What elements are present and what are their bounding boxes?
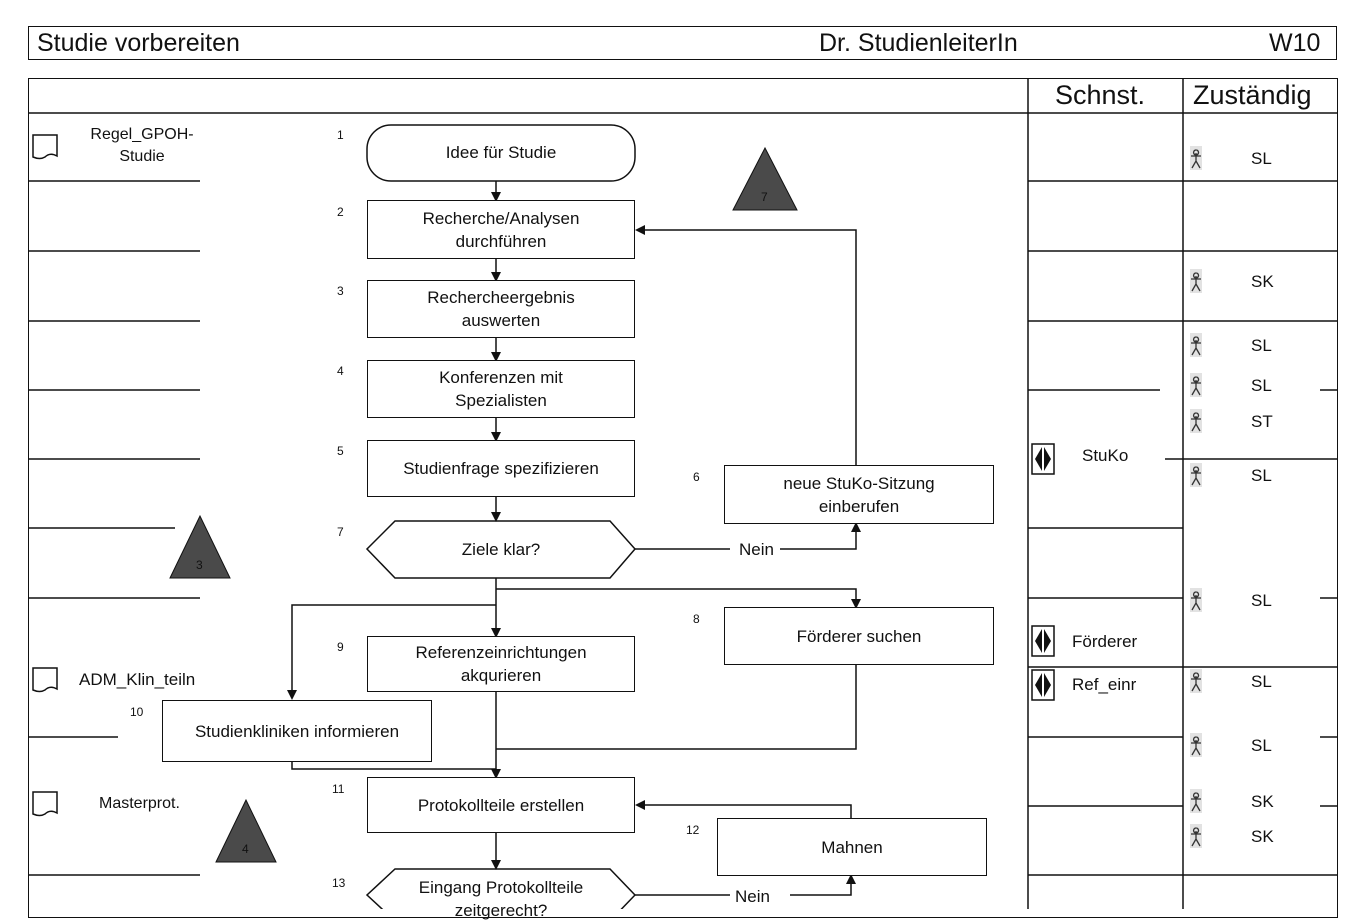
responsible-label: SL: [1251, 591, 1272, 610]
person-icon: [1190, 463, 1202, 487]
diagram-code: W10: [1269, 29, 1321, 57]
step-number: 3: [337, 284, 344, 298]
step-number: 4: [337, 364, 344, 378]
step-number: 11: [332, 782, 345, 796]
decision-parts-on-time: [365, 868, 637, 909]
person-icon: [1190, 824, 1202, 848]
edge-label-no: Nein: [737, 540, 776, 560]
step-number: 12: [686, 823, 700, 837]
step-number: 1: [337, 128, 344, 142]
person-icons: [1190, 146, 1202, 848]
responsible-label: SL: [1251, 376, 1272, 395]
responsible-column-header: Zuständig: [1193, 80, 1312, 110]
diagram-title: Studie vorbereiten: [37, 29, 240, 57]
responsible-label: SK: [1251, 827, 1274, 846]
person-icon: [1190, 333, 1202, 357]
person-icon: [1190, 588, 1202, 612]
step-number: 8: [693, 612, 700, 626]
step-8-box: Förderer suchen: [724, 607, 994, 665]
step-10-box: Studienkliniken informieren: [162, 700, 432, 762]
person-icon: [1190, 789, 1202, 813]
responsible-label: SL: [1251, 672, 1272, 691]
step-12-box: Mahnen: [717, 818, 987, 876]
interface-label: StuKo: [1082, 446, 1129, 465]
responsible-label: ST: [1251, 412, 1273, 431]
step-number: 5: [337, 444, 344, 458]
title-bar: Studie vorbereiten Dr. StudienleiterIn W…: [28, 26, 1337, 60]
person-icon: [1190, 373, 1202, 397]
interface-label: Förderer: [1072, 632, 1138, 651]
document-icons: [32, 134, 58, 817]
person-icon: [1190, 269, 1202, 293]
responsible-label: SL: [1251, 466, 1272, 485]
document-label: Regel_GPOH- Studie: [90, 126, 194, 165]
step-11-box: Protokollteile erstellen: [367, 777, 635, 833]
step-3-box: Rechercheergebnis auswerten: [367, 280, 635, 338]
step-13-label: Eingang Protokollteile zeitgerecht?: [418, 878, 584, 920]
person-icon: [1190, 669, 1202, 693]
edge-label-no: Nein: [733, 887, 772, 907]
responsible-label: SL: [1251, 736, 1272, 755]
person-icon: [1190, 733, 1202, 757]
responsible-label: SL: [1251, 149, 1272, 168]
role-label: Dr. StudienleiterIn: [819, 29, 1018, 57]
step-number: 13: [332, 876, 346, 890]
risk-marker-number: 7: [761, 190, 768, 204]
step-1-label: Idee für Studie: [445, 143, 557, 162]
responsible-label: SK: [1251, 792, 1274, 811]
interface-label: Ref_einr: [1072, 675, 1137, 694]
step-4-box: Konferenzen mit Spezialisten: [367, 360, 635, 418]
person-icon: [1190, 409, 1202, 433]
step-number: 10: [130, 705, 144, 719]
interface-column-header: Schnst.: [1055, 80, 1146, 110]
risk-marker-number: 3: [196, 558, 203, 572]
step-number: 2: [337, 205, 344, 219]
person-icon: [1190, 146, 1202, 170]
start-terminator: [366, 124, 636, 182]
step-5-box: Studienfrage spezifizieren: [367, 440, 635, 497]
step-number: 9: [337, 640, 344, 654]
decision-goals-clear: [365, 520, 636, 579]
responsible-label: SL: [1251, 336, 1272, 355]
step-number: 7: [337, 525, 344, 539]
risk-marker-number: 4: [242, 842, 249, 856]
document-label: ADM_Klin_teiln: [79, 670, 196, 689]
interface-icons: [1031, 443, 1055, 701]
responsible-label: SK: [1251, 272, 1274, 291]
step-7-label: Ziele klar?: [461, 540, 541, 559]
step-number: 6: [693, 470, 700, 484]
step-9-box: Referenzeinrichtungen akqurieren: [367, 636, 635, 692]
step-2-box: Recherche/Analysen durchführen: [367, 200, 635, 259]
document-label: Masterprot.: [99, 795, 180, 812]
step-6-box: neue StuKo-Sitzung einberufen: [724, 465, 994, 524]
